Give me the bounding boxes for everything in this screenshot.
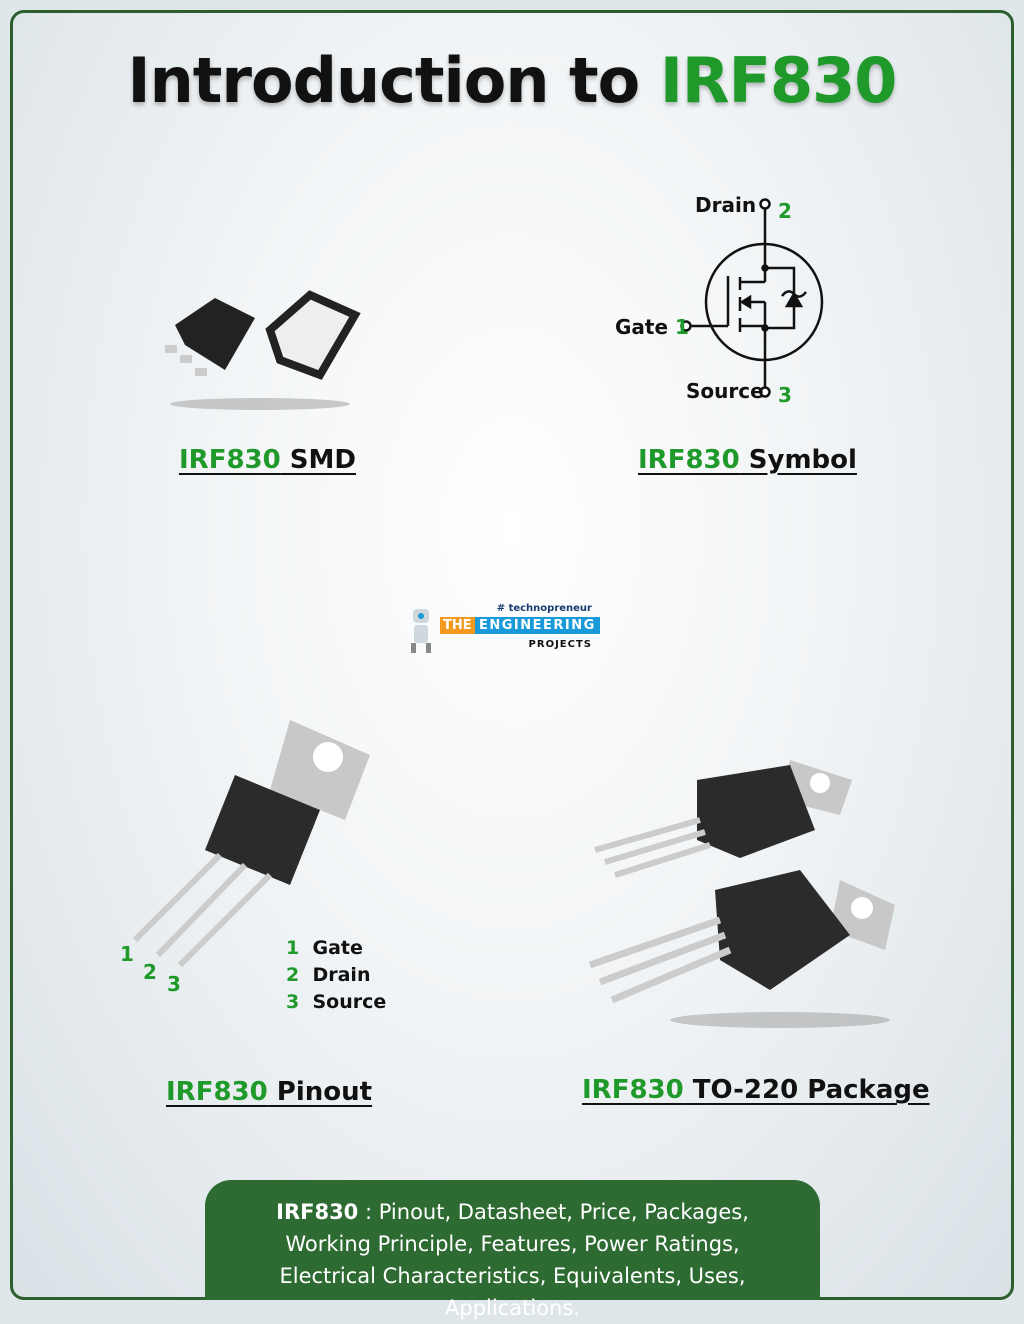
pin-legend: 1 Gate 2 Drain 3 Source <box>286 937 387 1013</box>
caption-smd: IRF830 SMD <box>179 445 356 475</box>
pin-number: 2 <box>143 960 157 984</box>
logo: # technopreneur THE ENGINEERING PROJECTS <box>405 603 600 655</box>
pinout-image <box>132 720 370 968</box>
caption-to220: IRF830 TO-220 Package <box>582 1075 930 1105</box>
drain-label: Drain <box>695 193 757 217</box>
smd-package-image <box>165 290 361 410</box>
caption-pinout: IRF830 Pinout <box>166 1077 373 1107</box>
summary-banner: IRF830 : Pinout, Datasheet, Price, Packa… <box>205 1180 820 1320</box>
caption-symbol: IRF830 Symbol <box>638 445 857 475</box>
pin-number: 1 <box>120 942 134 966</box>
source-label: Source <box>686 379 764 403</box>
pin-number: 3 <box>167 972 181 996</box>
robot-icon <box>411 609 431 653</box>
mosfet-symbol <box>680 198 824 398</box>
page-title: Introduction to IRF830 <box>127 44 898 117</box>
source-number: 3 <box>778 383 792 407</box>
frame <box>10 10 1014 1300</box>
gate-label: Gate 1 <box>615 315 689 339</box>
to220-package-image <box>588 760 895 1028</box>
drain-number: 2 <box>778 199 792 223</box>
